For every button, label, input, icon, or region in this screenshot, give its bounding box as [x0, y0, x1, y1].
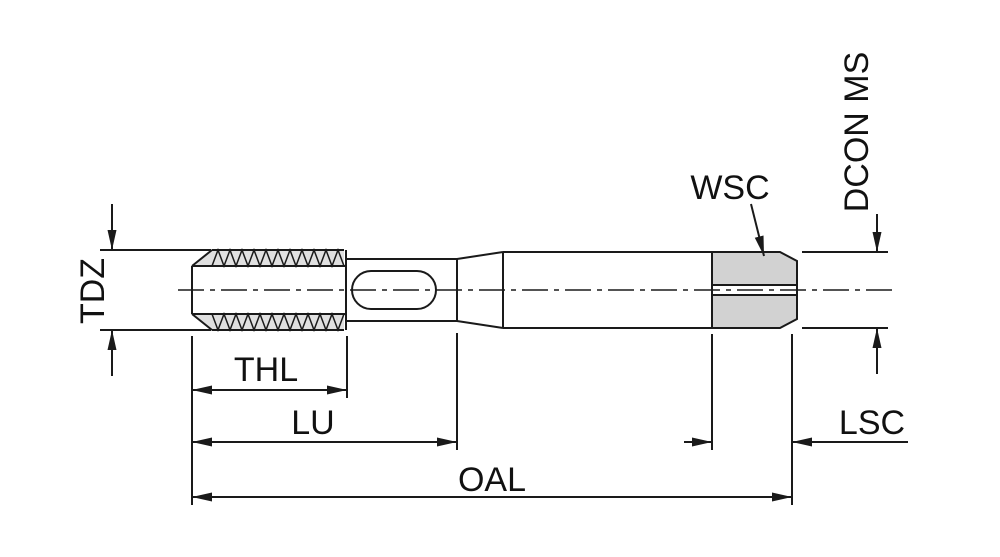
- dimension-lsc: [684, 334, 908, 450]
- label-dcon-ms: DCON MS: [838, 52, 876, 213]
- label-thl: THL: [234, 351, 298, 389]
- dimension-oal: [192, 334, 793, 505]
- lead-chamfer-top: [191, 249, 213, 267]
- square-corner-bottom: [711, 294, 798, 329]
- thread-section: [191, 247, 347, 333]
- dimension-lines: [100, 203, 908, 505]
- square-corner-top: [711, 251, 798, 286]
- dimension-lu: [192, 333, 458, 450]
- dimension-dcon: [802, 214, 888, 374]
- label-lu: LU: [291, 404, 334, 442]
- square-drive-section: [711, 251, 798, 329]
- dimension-tdz: [100, 204, 211, 376]
- label-lsc: LSC: [839, 404, 905, 442]
- dimension-wsc-leader: [750, 203, 765, 257]
- dimension-thl: [192, 336, 348, 398]
- thread-teeth-bottom: [211, 311, 345, 333]
- thread-teeth-top: [211, 247, 345, 269]
- lead-chamfer-bottom: [191, 313, 213, 331]
- label-oal: OAL: [458, 461, 526, 499]
- label-wsc: WSC: [690, 169, 769, 207]
- dimension-labels: TDZ THL LU OAL WSC DCON MS LSC: [74, 52, 905, 499]
- label-tdz: TDZ: [74, 258, 112, 324]
